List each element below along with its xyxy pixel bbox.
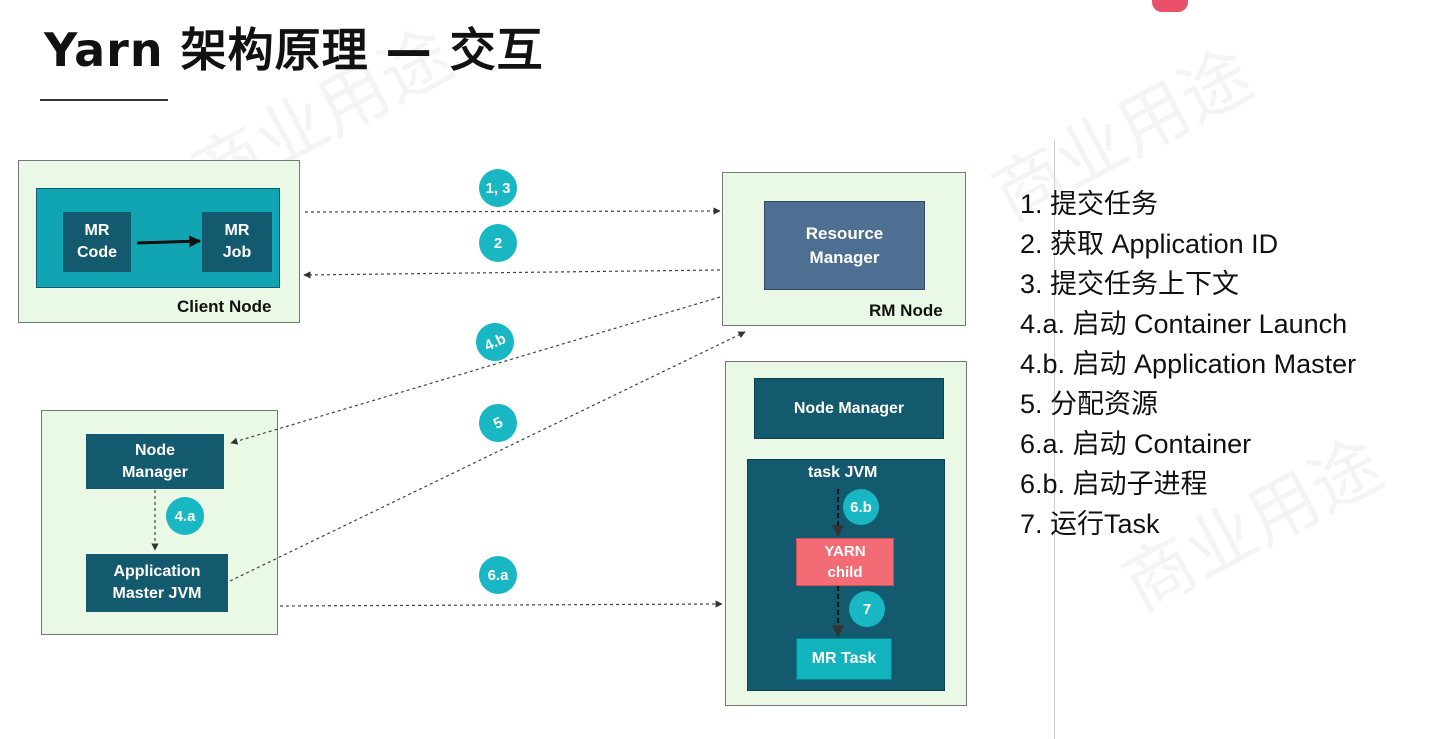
arrow-app-id xyxy=(303,269,721,279)
node-manager-box-right: Node Manager xyxy=(754,378,944,439)
arrow-allocate xyxy=(229,331,746,582)
step-item: 6.b. 启动子进程 xyxy=(1020,469,1208,499)
step-badge-2: 2 xyxy=(479,224,517,262)
application-master-box: Application Master JVM xyxy=(86,554,228,612)
step-badge-4a: 4.a xyxy=(166,497,204,535)
mr-task-box: MR Task xyxy=(796,638,892,680)
logo-mark xyxy=(1152,0,1188,12)
step-badge-6a: 6.a xyxy=(479,556,517,594)
step-item: 3. 提交任务上下文 xyxy=(1020,269,1240,299)
step-item: 4.b. 启动 Application Master xyxy=(1020,349,1357,379)
rm-node: Resource Manager RM Node xyxy=(722,172,966,326)
step-item: 2. 获取 Application ID xyxy=(1020,229,1279,259)
mr-code-box: MR Code xyxy=(63,212,131,272)
step-badge-6b: 6.b xyxy=(843,489,879,525)
task-jvm-box: task JVM YARN child MR Task xyxy=(747,459,945,691)
mr-job-box: MR Job xyxy=(202,212,272,272)
node-manager-box-left: Node Manager xyxy=(86,434,224,489)
step-item: 4.a. 启动 Container Launch xyxy=(1020,309,1348,339)
steps-list: 1. 提交任务 2. 获取 Application ID 3. 提交任务上下文 … xyxy=(1020,184,1356,544)
arrow-launch-am xyxy=(230,296,721,445)
rm-node-label: RM Node xyxy=(869,301,943,320)
task-jvm-label: task JVM xyxy=(808,464,878,481)
title-underline xyxy=(40,99,168,101)
arrow-launch-container xyxy=(279,600,723,608)
arrow-mr-code-job xyxy=(136,235,202,248)
arrow-submit xyxy=(304,207,721,215)
vertical-divider xyxy=(1054,140,1055,739)
step-badge-7: 7 xyxy=(849,591,885,627)
worker-node: Node Manager task JVM YARN child MR Task xyxy=(725,361,967,706)
step-item: 6.a. 启动 Container xyxy=(1020,429,1252,459)
step-badge-1-3: 1, 3 xyxy=(479,169,517,207)
resource-manager-box: Resource Manager xyxy=(764,201,925,290)
am-node: Node Manager Application Master JVM xyxy=(41,410,278,635)
yarn-child-box: YARN child xyxy=(796,538,894,586)
client-node-inner: MR Code MR Job xyxy=(36,188,280,288)
step-item: 1. 提交任务 xyxy=(1020,189,1159,219)
client-node-label: Client Node xyxy=(177,297,272,316)
step-item: 7. 运行Task xyxy=(1020,509,1160,539)
page-title: Yarn 架构原理 — 交互 xyxy=(44,23,544,77)
step-item: 5. 分配资源 xyxy=(1020,389,1159,419)
client-node: MR Code MR Job Client Node xyxy=(18,160,300,323)
